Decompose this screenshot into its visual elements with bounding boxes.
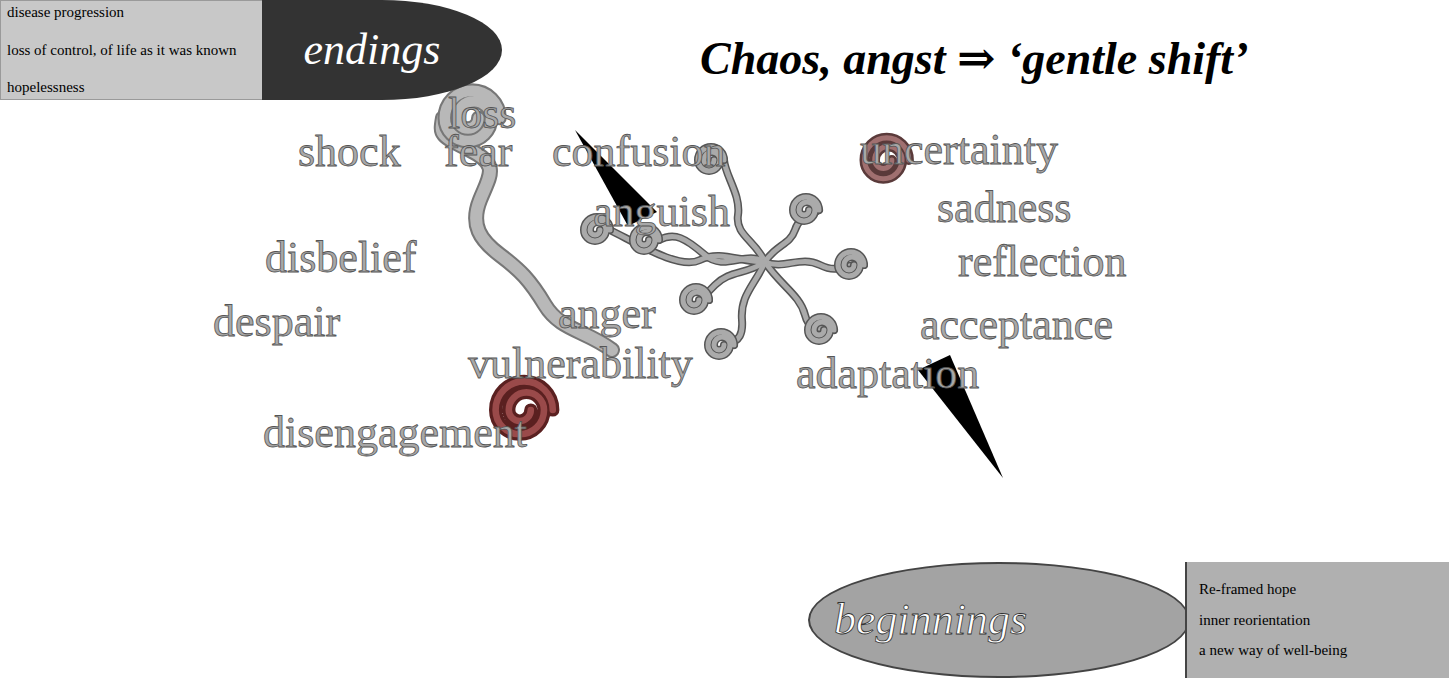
node-text: disease progression <box>7 4 259 21</box>
emotion-word: vulnerability <box>468 342 693 386</box>
node-text: a new way of well-being <box>1199 642 1441 659</box>
emotion-word: anguish <box>593 190 730 234</box>
emotion-word: fear <box>444 130 512 174</box>
endings-shape: endings <box>262 0 502 100</box>
node-text: Re-framed hope <box>1199 581 1441 598</box>
outcome-box: Re-framed hope inner reorientation a new w… <box>1185 562 1449 678</box>
node-text: endings <box>304 28 441 72</box>
node-text: inner reorientation <box>1199 612 1441 629</box>
diagram-title: Chaos, angst ⇒ ‘gentle shift’ <box>700 36 1248 82</box>
emotion-word: adaptation <box>796 352 979 396</box>
beginnings-ellipse: beginnings <box>808 562 1190 678</box>
node-text: loss of control, of life as it was known <box>7 42 259 59</box>
emotion-word: anger <box>558 292 656 336</box>
emotion-word: confusion <box>552 130 726 174</box>
emotion-word: sadness <box>937 186 1071 230</box>
node-text: beginnings <box>834 598 1027 642</box>
emotion-word: shock <box>298 130 401 174</box>
emotion-word: reflection <box>958 240 1127 284</box>
emotion-word: disengagement <box>263 411 527 455</box>
emotion-word: acceptance <box>920 303 1113 347</box>
emotion-word: disbelief <box>265 236 417 280</box>
context-box: disease progression loss of control, of l… <box>0 0 268 100</box>
emotion-word: uncertainty <box>860 128 1058 172</box>
emotion-word: despair <box>213 300 340 344</box>
node-text: hopelessness <box>7 79 259 96</box>
